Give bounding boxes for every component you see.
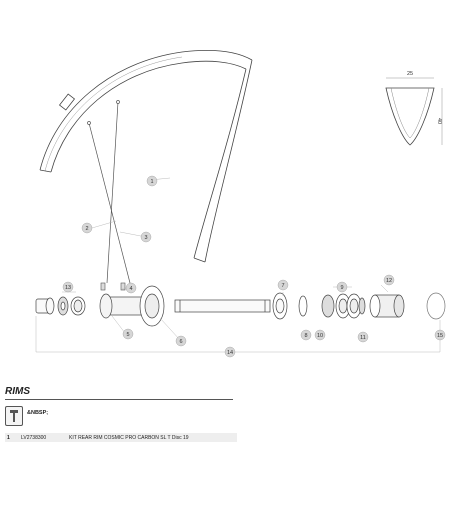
left-end-parts	[35, 296, 86, 316]
callout-10: 10	[314, 329, 326, 341]
svg-text:9: 9	[340, 285, 343, 291]
callout-11: 11	[357, 331, 369, 343]
part-reference: LV2738300	[21, 434, 47, 441]
svg-text:6: 6	[179, 339, 182, 345]
svg-text:13: 13	[65, 285, 71, 291]
rims-section: RIMS &NBSP;	[5, 386, 435, 426]
section-title: RIMS	[5, 386, 233, 400]
callout-13: 13	[62, 281, 74, 293]
svg-text:3: 3	[144, 235, 147, 241]
callout-8: 8	[300, 329, 312, 341]
svg-text:5: 5	[126, 332, 129, 338]
callout-15: 15	[434, 329, 446, 341]
leader-lines	[35, 177, 441, 353]
svg-text:11: 11	[360, 335, 366, 341]
callout-7: 7	[277, 279, 289, 291]
svg-text:1: 1	[150, 179, 153, 185]
rim-profile: 25 40	[385, 71, 443, 146]
rim	[39, 50, 253, 263]
callout-9: 9	[336, 281, 348, 293]
svg-text:10: 10	[317, 333, 323, 339]
profile-width-label: 25	[407, 71, 413, 77]
callout-1: 1	[146, 175, 158, 187]
profile-height-label: 40	[436, 118, 442, 124]
axle	[174, 299, 271, 313]
svg-text:8: 8	[304, 333, 307, 339]
svg-text:15: 15	[437, 333, 443, 339]
callout-4: 4	[125, 282, 137, 294]
hub-body	[99, 285, 165, 327]
part-row: 1 LV2738300 KIT REAR RIM COSMIC PRO CARB…	[5, 433, 237, 442]
part-description: KIT REAR RIM COSMIC PRO CARBON SL T Disc…	[69, 434, 189, 441]
tool-label: &NBSP;	[27, 410, 49, 416]
svg-text:2: 2	[85, 226, 88, 232]
svg-text:14: 14	[227, 350, 233, 356]
spokes	[87, 100, 131, 284]
svg-text:4: 4	[129, 286, 132, 292]
callout-6: 6	[175, 335, 187, 347]
callout-12: 12	[383, 274, 395, 286]
callout-14: 14	[224, 346, 236, 358]
callout-5: 5	[122, 328, 134, 340]
tool-row: &NBSP;	[5, 406, 435, 426]
right-end-parts	[272, 292, 446, 320]
wrench-tool-icon	[5, 406, 23, 426]
callout-3: 3	[140, 231, 152, 243]
svg-text:12: 12	[386, 278, 392, 284]
exploded-view-diagram: 25 40	[35, 50, 446, 358]
callout-2: 2	[81, 222, 93, 234]
svg-text:7: 7	[281, 283, 284, 289]
spoke-nipples	[100, 282, 126, 291]
part-number: 1	[7, 434, 10, 441]
